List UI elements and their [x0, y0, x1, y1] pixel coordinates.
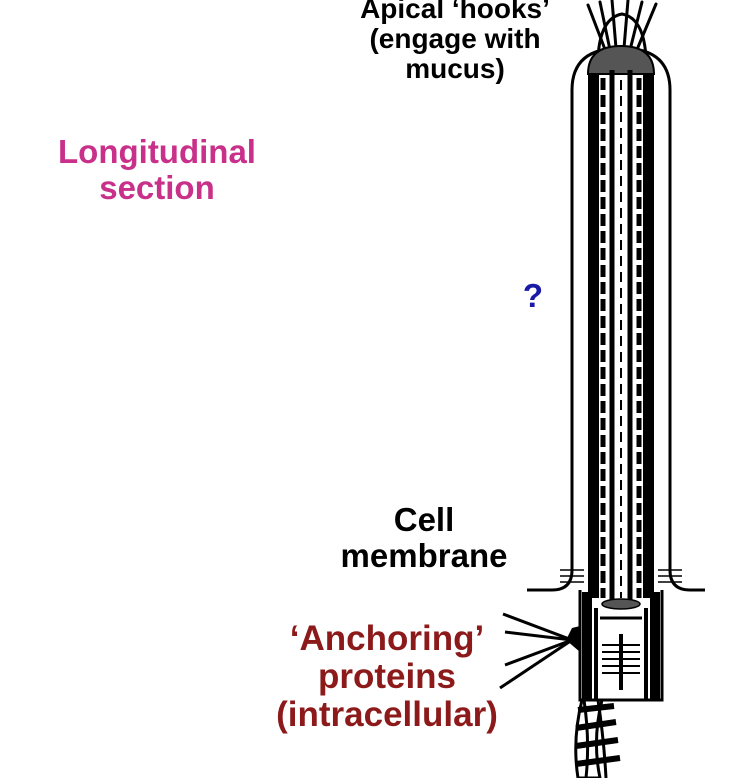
longitudinal-section-label: Longitudinal section [30, 134, 284, 205]
apical-hooks-line-1: Apical ‘hooks’ [360, 0, 550, 24]
anchoring-proteins-label: ‘Anchoring’ proteins (intracellular) [252, 620, 522, 733]
cell-membrane-line-1: Cell [393, 501, 455, 538]
longitudinal-section-line-2: section [99, 168, 215, 206]
apical-hooks-label: Apical ‘hooks’ (engage with mucus) [330, 0, 580, 85]
anchoring-wedge [566, 626, 580, 652]
cell-membrane-label: Cell membrane [322, 502, 526, 573]
striated-rootlet [574, 698, 621, 778]
anchoring-fibres [499, 612, 573, 690]
axoneme-outer-bands [588, 74, 654, 598]
anchoring-proteins-line-2: proteins [317, 656, 457, 696]
apical-hooks-line-2: (engage with [369, 23, 541, 55]
apical-hooks-line-3: mucus) [405, 53, 505, 85]
longitudinal-section-line-1: Longitudinal [58, 133, 256, 170]
anchoring-proteins-line-3: (intracellular) [276, 694, 498, 734]
apical-cap [586, 44, 656, 75]
anchoring-proteins-line-1: ‘Anchoring’ [289, 619, 485, 658]
cell-membrane-line-2: membrane [340, 536, 508, 574]
central-pair [609, 70, 633, 604]
basal-plate [601, 598, 641, 610]
membrane-layers [560, 569, 682, 583]
apical-hooks [586, 0, 658, 60]
axoneme-dashed-microtubules [600, 78, 642, 598]
question-mark-label: ? [522, 277, 544, 314]
cell-membrane-outline [527, 46, 705, 592]
